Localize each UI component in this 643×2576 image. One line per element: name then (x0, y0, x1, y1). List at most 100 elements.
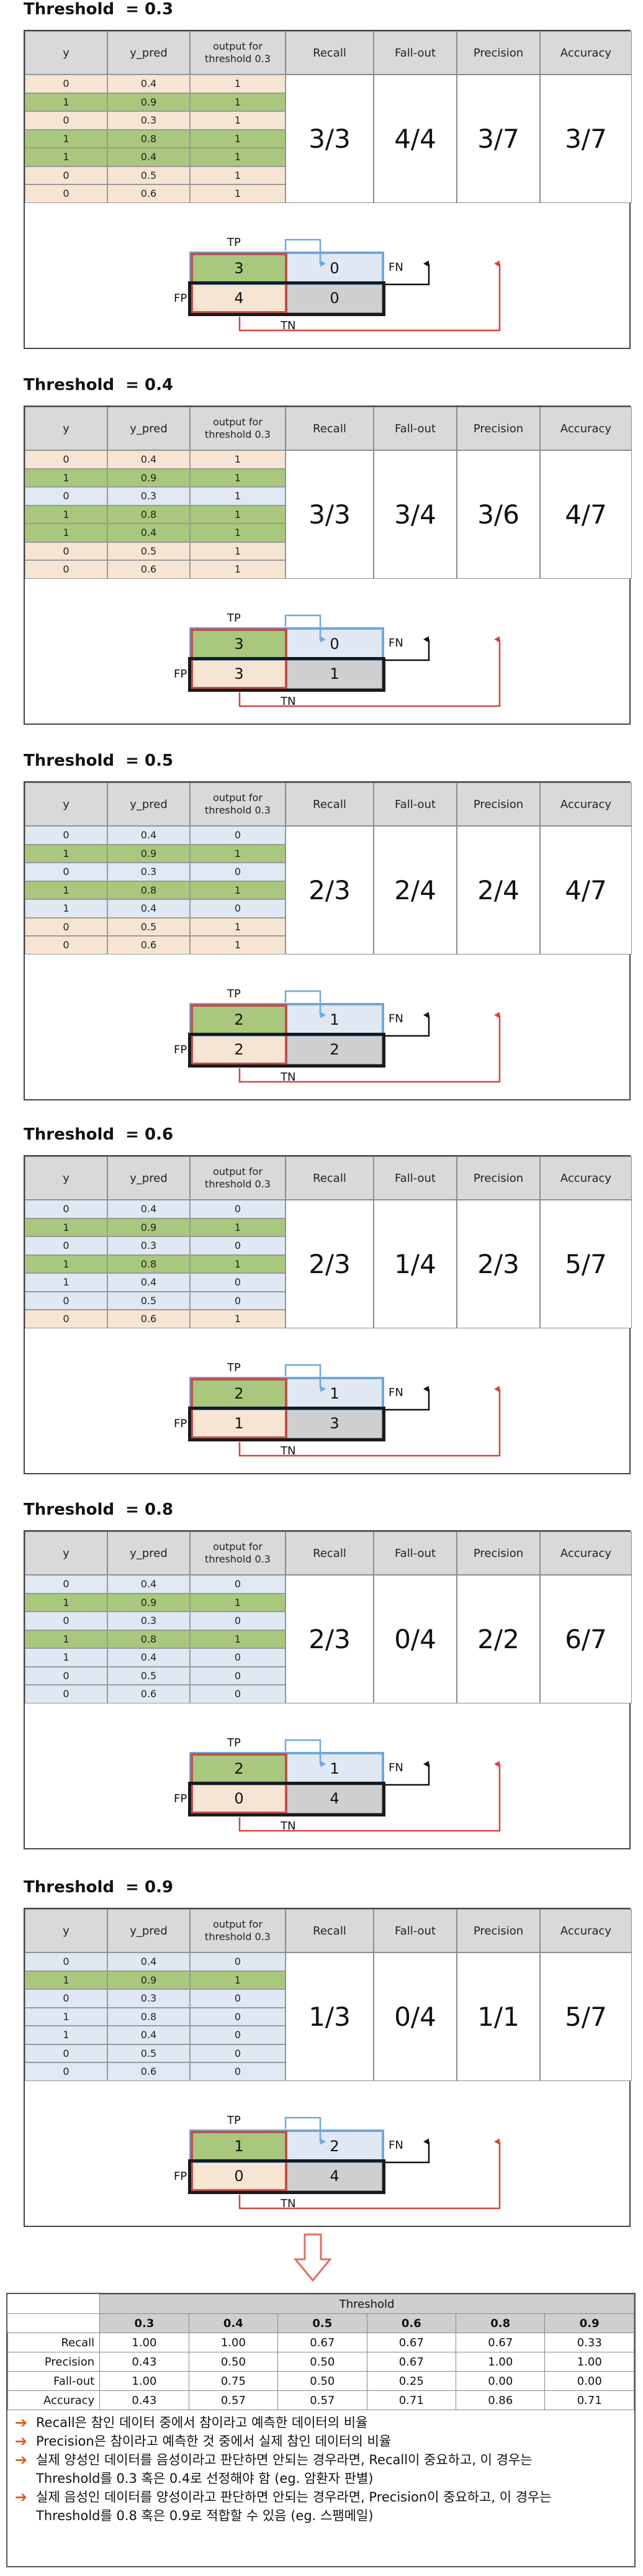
y-cell: 1 (25, 129, 107, 148)
output-cell: 0 (190, 1236, 286, 1255)
summary-value: 0.25 (366, 2371, 457, 2391)
y-cell: 0 (25, 2062, 107, 2081)
note-line: ➔실제 음성인 데이터를 양성이라고 판단하면 안되는 경우라면, Precis… (15, 2488, 629, 2506)
tn-cell: 1 (287, 659, 382, 689)
output-cell: 1 (190, 542, 286, 560)
tp-label: TP (227, 2114, 241, 2127)
column-header: y_pred (107, 1156, 190, 1200)
accuracy-column: 5/7 (540, 1952, 632, 2081)
recall-arrow (284, 1739, 326, 1767)
output-cell: 0 (190, 1612, 286, 1630)
column-header: Precision (457, 1156, 540, 1200)
y-cell: 1 (25, 524, 107, 542)
output-cell: 1 (190, 1218, 286, 1236)
fn-label: FN (389, 261, 403, 274)
recall-column: 3/3 (286, 450, 374, 579)
fn-cell: 0 (287, 629, 382, 659)
section-title: Threshold = 0.6 (24, 1125, 174, 1144)
precision-column: 2/3 (457, 1200, 540, 1328)
actual-negative-outline (188, 281, 385, 316)
summary-value: 0.50 (277, 2371, 367, 2391)
output-cell: 0 (190, 1575, 286, 1594)
fallout-arrow (385, 2138, 430, 2164)
y-cell: 1 (25, 1648, 107, 1667)
column-header: Precision (457, 31, 540, 75)
column-header: Fall-out (374, 31, 457, 75)
threshold-header: 0.6 (366, 2313, 457, 2333)
fallout-arrow (385, 1761, 430, 1786)
actual-negative-outline (188, 1033, 385, 1068)
y-cell: 1 (25, 1593, 107, 1612)
output-cell: 1 (190, 844, 286, 863)
precision-column: 1/1 (457, 1952, 540, 2081)
column-header: Recall (286, 782, 374, 826)
y-cell: 0 (25, 1291, 107, 1310)
y-cell: 0 (25, 166, 107, 184)
y-pred-cell: 0.3 (107, 863, 190, 881)
threshold-header: 0.5 (277, 2313, 367, 2333)
y-cell: 1 (25, 505, 107, 524)
tn-cell: 3 (287, 1408, 382, 1438)
y-cell: 1 (25, 899, 107, 918)
accuracy-column: 4/7 (540, 826, 632, 955)
output-cell: 1 (190, 936, 286, 955)
y-pred-cell: 0.3 (107, 111, 190, 130)
column-header: Accuracy (540, 1156, 632, 1200)
tp-label: TP (227, 236, 241, 249)
column-header: y (25, 407, 107, 450)
fp-label: FP (174, 1043, 187, 1056)
tp-label: TP (227, 1736, 241, 1749)
y-pred-cell: 0.4 (107, 524, 190, 542)
column-header: Fall-out (374, 1156, 457, 1200)
summary-value: 1.00 (188, 2333, 279, 2352)
summary-value: 1.00 (544, 2352, 634, 2372)
y-cell: 1 (25, 2026, 107, 2044)
accuracy-value: 3/7 (565, 123, 607, 154)
summary-value: 0.50 (188, 2352, 279, 2372)
summary-notes: ➔Recall은 참인 데이터 중에서 참이라고 예측한 데이터의 비율➔Pre… (15, 2413, 629, 2525)
y-cell: 1 (25, 468, 107, 487)
tn-cell: 0 (287, 283, 382, 313)
down-arrow-icon (293, 2233, 333, 2282)
column-header: output for threshold 0.3 (190, 1909, 286, 1952)
y-cell: 1 (25, 1971, 107, 1989)
note-text: 실제 양성인 데이터를 음성이라고 판단하면 안되는 경우라면, Recall이… (36, 2452, 533, 2467)
column-header: Accuracy (540, 1909, 632, 1952)
fall-out-value: 3/4 (394, 499, 436, 530)
summary-value: 0.43 (99, 2352, 189, 2372)
accuracy-value: 6/7 (565, 1623, 607, 1654)
column-header: y_pred (107, 1531, 190, 1575)
y-cell: 1 (25, 1630, 107, 1648)
y-pred-cell: 0.3 (107, 487, 190, 506)
column-header: Recall (286, 407, 374, 450)
precision-value: 2/3 (477, 1248, 519, 1279)
summary-value: 0.67 (455, 2333, 546, 2352)
column-header: Recall (286, 31, 374, 75)
column-header: y (25, 31, 107, 75)
output-cell: 1 (190, 93, 286, 111)
note-line: ➔실제 양성인 데이터를 음성이라고 판단하면 안되는 경우라면, Recall… (15, 2451, 629, 2469)
y-pred-cell: 0.4 (107, 450, 190, 469)
column-header: Accuracy (540, 1531, 632, 1575)
precision-column: 3/7 (457, 75, 540, 203)
output-cell: 0 (190, 2026, 286, 2044)
precision-arrow (238, 636, 501, 707)
arrow-right-icon: ➔ (15, 2488, 28, 2506)
summary-value: 0.71 (366, 2390, 457, 2410)
fall-out-value: 1/4 (394, 1248, 436, 1279)
column-header: Fall-out (374, 1531, 457, 1575)
y-cell: 0 (25, 1575, 107, 1594)
threshold-header: 0.9 (544, 2313, 634, 2333)
column-header: Accuracy (540, 31, 632, 75)
column-header: Precision (457, 1909, 540, 1952)
output-cell: 1 (190, 560, 286, 579)
y-pred-cell: 0.8 (107, 129, 190, 148)
